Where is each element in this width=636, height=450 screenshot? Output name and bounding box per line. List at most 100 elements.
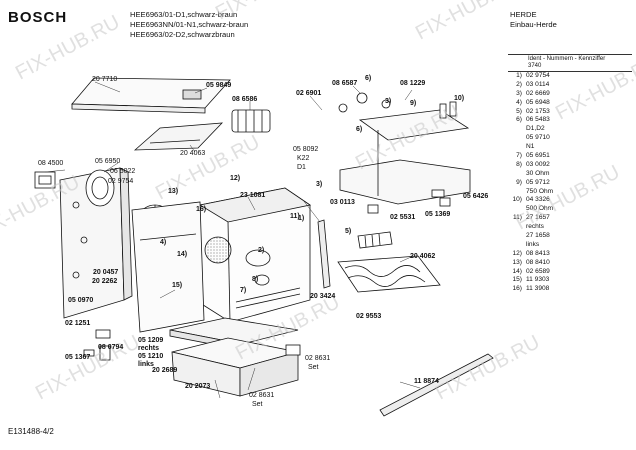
parts-table-header: Ident - Nummern - Kennziffer 3740 <box>508 54 632 72</box>
part-number-callout: links <box>138 361 154 368</box>
leader-lines <box>44 81 421 399</box>
parts-table-row: 7) 05 6951 <box>508 152 632 161</box>
part-number-callout: 20 3424 <box>310 293 336 300</box>
parts-row-value: 02 9754 <box>526 72 550 79</box>
parts-row-index: 1) <box>516 72 522 79</box>
parts-row-value: 02 1753 <box>526 107 550 115</box>
parts-table-row: links <box>508 241 632 250</box>
part-number-callout: Set <box>252 401 263 408</box>
part-number-callout: 20 2262 <box>92 278 118 285</box>
parts-row-index: 6) <box>516 116 522 124</box>
clamp <box>431 189 445 198</box>
part-number-callout: 05 8092 <box>293 146 319 153</box>
reference-marker: 12) <box>230 175 241 182</box>
parts-row-value: 05 9712 <box>526 178 550 186</box>
parts-row-value: 05 6951 <box>526 152 550 160</box>
parts-table-row: 05 9710 <box>508 134 632 143</box>
part-number-callout: 02 9553 <box>356 313 382 320</box>
part-number-callout: 05 6426 <box>463 193 489 200</box>
parts-table-row: 6)06 5483 <box>508 116 632 125</box>
parts-row-index: 9) <box>516 178 522 186</box>
heating-element <box>337 255 441 293</box>
parts-row-index: 5) <box>516 107 522 115</box>
parts-row-value: 500 Ohm <box>526 205 554 213</box>
part-number-callout: 05 6950 <box>95 158 121 165</box>
part-number-callout: rechts <box>138 345 160 352</box>
parts-table-row: 2)03 0114 <box>508 81 632 90</box>
side-panel-left <box>59 167 133 319</box>
parts-table-row: 27 1658 <box>508 232 632 241</box>
parts-table-row: 14)02 6589 <box>508 268 632 277</box>
parts-row-value: 11 3908 <box>526 285 550 293</box>
parts-table-row: 12) 08 8413 <box>508 250 632 259</box>
part-number-callout: 05 0970 <box>68 297 94 304</box>
parts-row-value: 08 8413 <box>526 249 550 257</box>
parts-row-index: 15) <box>512 276 522 284</box>
part-number-callout: 05 1369 <box>425 211 451 218</box>
reference-marker: 5) <box>345 228 352 235</box>
reference-marker: 6) <box>365 75 372 82</box>
reference-marker: 6) <box>356 126 363 133</box>
model-line: HEE6963NN/01-N1,schwarz-braun <box>130 20 249 29</box>
reference-marker: 3) <box>316 181 323 188</box>
small-relay <box>182 89 202 100</box>
parts-table-row: 16)11 3908 <box>508 285 632 294</box>
watermark-text: FIX-HUB.RU <box>412 0 523 44</box>
parts-row-value: 05 6948 <box>526 98 550 106</box>
cable-clip <box>439 197 451 207</box>
model-line: HEE6963/01-D1,schwarz-braun <box>130 10 238 19</box>
small-bracket <box>83 349 95 357</box>
inner-frame <box>131 201 205 333</box>
parts-row-value: 08 8410 <box>526 258 550 266</box>
parts-row-index: 3) <box>516 89 522 97</box>
parts-table-row: D1,D2 <box>508 125 632 134</box>
control-knobs <box>338 92 457 119</box>
parts-table-row: 750 Ohm <box>508 188 632 197</box>
part-number-callout: 20 0457 <box>93 269 119 276</box>
parts-table-row: 10)04 3326 <box>508 196 632 205</box>
door-handle-bar <box>379 353 494 417</box>
reference-marker: 8) <box>252 276 259 283</box>
parts-table-header-code: 3740 <box>528 63 542 69</box>
document-code: E131488-4/2 <box>8 427 54 436</box>
parts-row-index: 12) <box>512 249 522 257</box>
reference-marker: 16) <box>196 206 207 213</box>
parts-table-row: 15) 11 9303 <box>508 276 632 285</box>
parts-row-value: 27 1658 <box>526 232 550 240</box>
part-number-callout: 08 6586 <box>232 96 258 103</box>
part-number-callout: 08 4500 <box>38 160 64 167</box>
parts-row-index: 14) <box>512 267 522 275</box>
watermark-text: FIX-HUB.RU <box>512 161 623 234</box>
part-number-callout: 11 8874 <box>414 378 439 385</box>
runner-set <box>285 344 301 356</box>
watermark-text: FIX-HUB.RU <box>212 0 323 24</box>
part-number-callout: 20 4062 <box>410 253 436 260</box>
part-number-callout: 08 1229 <box>400 80 426 87</box>
watermark-text: FIX-HUB.RU <box>12 11 123 84</box>
parts-row-index: 10) <box>512 196 522 204</box>
category-label: HERDE Einbau-Herde <box>510 10 557 30</box>
reference-marker: 1) <box>298 215 305 222</box>
parts-row-value: 03 0092 <box>526 160 550 168</box>
parts-table-row: N1 <box>508 143 632 152</box>
door-hinge <box>99 345 111 361</box>
part-number-callout: 23 1081 <box>240 192 266 199</box>
reference-marker: 11) <box>290 213 300 220</box>
fan-housing <box>85 169 115 207</box>
parts-table-row: 8)03 0092 <box>508 161 632 170</box>
parts-row-index: 4) <box>516 98 522 106</box>
parts-row-value: D1,D2 <box>526 125 545 133</box>
oven-cavity <box>198 187 312 323</box>
parts-row-value: 11 9303 <box>526 276 550 284</box>
switch-plate <box>34 171 56 189</box>
reference-marker: 7) <box>240 287 247 294</box>
parts-row-index: 7) <box>516 152 522 160</box>
hinge-clip <box>95 329 111 339</box>
watermark-text: FIX-HUB.RU <box>552 51 636 124</box>
brand-logo-text: BOSCH <box>8 9 68 26</box>
reference-marker: 4) <box>160 239 167 246</box>
part-number-callout: 02 9754 <box>108 178 134 185</box>
parts-table-row: rechts <box>508 223 632 232</box>
cooling-fan-unit <box>231 109 271 133</box>
